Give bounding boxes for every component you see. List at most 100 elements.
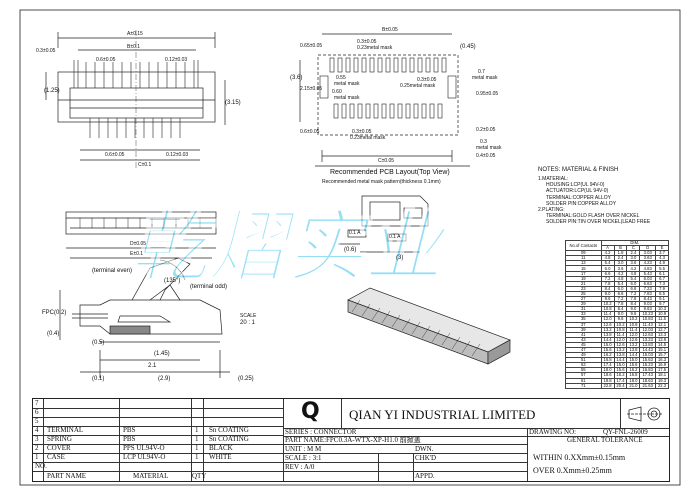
chkd: CHK'D — [415, 454, 437, 462]
top-dim-06-bottom: 0.6±0.05 — [105, 152, 125, 158]
part-material: PBS — [123, 435, 136, 443]
top-dim-012: 0.12±0.03 — [165, 57, 188, 63]
side-dim-01: (0.1) — [92, 376, 105, 382]
top-dim-125: (1.25) — [44, 88, 60, 94]
unit: UNIT : M M — [285, 445, 322, 453]
pcb-dim-36: (3.6) — [290, 75, 303, 81]
front-dim-d: D±0.05 — [130, 241, 147, 247]
side-dim-025: (0.25) — [238, 376, 254, 382]
row-number: 2 — [35, 444, 39, 452]
drawing-no-label: DRAWING NO: — [529, 428, 577, 436]
top-dim-012-bottom: 0.12±0.03 — [166, 152, 189, 158]
part-finish: Sn COATING — [209, 435, 249, 443]
pcb-dim-07: 0.7 — [478, 69, 485, 75]
side-dim-21: 2.1 — [148, 363, 157, 369]
side-scale-value: 20 : 1 — [240, 320, 256, 326]
notes-line: ACTUATOR:LCP(UL 94V-0) — [546, 188, 609, 195]
header-part-name: PART NAME — [47, 472, 87, 480]
pcb-layout-subtitle: Recommended metal mask pattern(thickness… — [322, 179, 441, 185]
row-number: NO. — [35, 462, 47, 470]
detail-dim-06: (0.6) — [344, 247, 357, 253]
notes-line: SOLDER PIN:TIN OVER NICKEL(LEAD FREE — [546, 219, 651, 226]
row-number: 1 — [35, 453, 39, 461]
table-cell: 21.0 — [626, 382, 641, 389]
notes-block: NOTES: MATERIAL & FINISH 1.MATERIAL:HOUS… — [538, 167, 678, 226]
pcb-dim-b: B±0.05 — [382, 27, 398, 33]
side-dim-05: (0.5) — [92, 340, 105, 346]
series: SERIES : CONNECTOR — [285, 428, 357, 436]
pcb-dim-c: C±0.05 — [378, 158, 395, 164]
part-name: TERMINAL — [47, 426, 84, 434]
part-qty: 1 — [195, 435, 199, 443]
detail-dim-3: (3) — [396, 255, 404, 261]
pcb-dim-215: 2.15±0.05 — [300, 86, 323, 92]
part-qty: 1 — [195, 444, 199, 452]
side-terminal-odd: (terminal odd) — [190, 284, 228, 290]
general-tolerance: GENERAL TOLERANCE — [567, 436, 643, 444]
pcb-metal-mask-2: metal mask — [472, 75, 498, 81]
part-finish: BLACK — [209, 444, 233, 452]
part-qty: 1 — [195, 426, 199, 434]
side-dim-145: (1.45) — [154, 351, 170, 357]
pcb-dim-03-bottom: 0.3±0.05 — [352, 129, 372, 135]
detail-tol-2: 0.1 A — [389, 234, 401, 240]
top-dim-03: 0.3±0.05 — [36, 48, 56, 54]
notes-line: TERMINAL:COPPER ALLOY — [546, 194, 612, 201]
watermark-glyphs: 乾熠实业 — [130, 203, 449, 290]
pcb-dim-04: 0.4±0.05 — [476, 153, 496, 159]
notes-line: 2.PLATING: — [538, 207, 565, 214]
rev: REV : A/0 — [285, 463, 315, 471]
part-finish: Sn COATING — [209, 426, 249, 434]
row-number: 4 — [35, 426, 39, 434]
table-cell: 22.3 — [655, 382, 669, 389]
table-cell: 22.8 — [600, 382, 615, 389]
pcb-dim-06: 0.6±0.05 — [300, 129, 320, 135]
company-logo: Q — [301, 399, 320, 424]
part-material: PPS UL94V-O — [123, 444, 165, 452]
row-number: 6 — [35, 408, 39, 416]
tolerance-over: OVER 0.Xmm±0.25mm — [533, 466, 612, 475]
row-number: 3 — [35, 435, 39, 443]
drawing-no: QY-FNL-26009 — [603, 428, 648, 436]
notes-line: SOLDER PIN:COPPER ALLOY — [546, 200, 617, 207]
pcb-dim-03-top: 0.3±0.05 — [357, 39, 377, 45]
header-qty: QTY — [192, 472, 207, 480]
side-terminal-even: (terminal even) — [92, 268, 133, 274]
pcb-dim-03-right: 0.3 — [480, 139, 487, 145]
top-dim-b: B±0.1 — [127, 44, 141, 50]
watermark-text: 乾熠实业 — [129, 202, 450, 290]
pcb-metal-mask-1: metal mask — [334, 81, 360, 87]
pcb-dim-095: 0.95±0.05 — [476, 91, 499, 97]
notes-title: NOTES: MATERIAL & FINISH — [538, 167, 619, 173]
detail-tol-1: 0.1 A — [349, 230, 361, 236]
top-dim-a: A±0.15 — [127, 31, 143, 37]
part-name: COVER — [47, 444, 71, 452]
pcb-mask-023: 0.23metal mask — [357, 45, 393, 51]
side-angle: (135°) — [164, 278, 181, 284]
pcb-dim-055: 0.55 — [336, 75, 346, 81]
notes-line: TERMINAL:GOLD FLASH OVER NICKEL — [546, 213, 640, 220]
part-qty: 1 — [195, 453, 199, 461]
side-scale-label: SCALE — [240, 313, 257, 319]
part-name: SPRING — [47, 435, 72, 443]
pcb-layout-title: Recommended PCB Layout(Top View) — [330, 169, 450, 176]
pcb-mask-025: 0.25metal mask — [400, 83, 436, 89]
scale: SCALE : 3:1 — [285, 454, 322, 462]
part-material: LCP UL94V-O — [123, 453, 166, 461]
pcb-dim-065: 0.65±0.05 — [300, 43, 323, 49]
pcb-dim-045: (0.45) — [460, 44, 476, 50]
top-dim-315: (3.15) — [225, 100, 241, 106]
side-dim-29: (2.9) — [158, 376, 171, 382]
notes-line: 1.MATERIAL: — [538, 176, 569, 182]
table-header-contacts: No.of Contacts — [565, 239, 602, 252]
part-material: PBS — [123, 426, 136, 434]
